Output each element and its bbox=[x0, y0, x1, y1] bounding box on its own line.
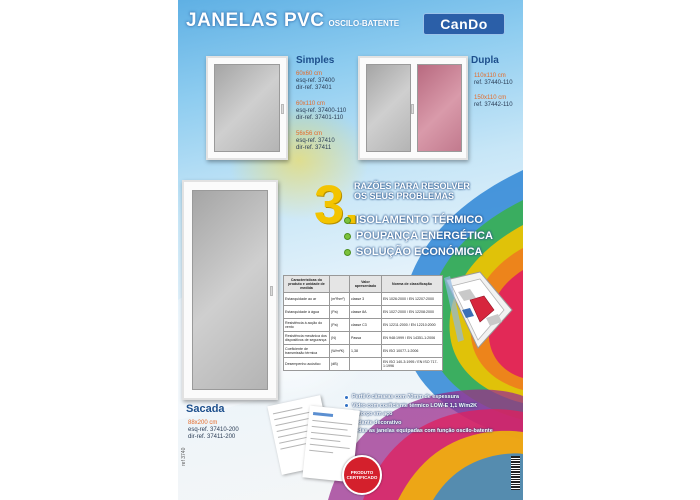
window-handle-icon bbox=[281, 104, 284, 114]
dupla-title: Dupla bbox=[471, 55, 499, 66]
reference-code: ref 3740 bbox=[181, 447, 187, 466]
table-row: Resistência à acção do vento (Pa) classe… bbox=[283, 318, 443, 332]
specifications-table: Características do produto e unidade de … bbox=[283, 275, 443, 371]
window-glass-right bbox=[417, 64, 462, 152]
certified-product-seal: PRODUTO CERTIFICADO bbox=[342, 455, 382, 495]
double-window-image bbox=[358, 56, 468, 160]
feature-item: Todas as janelas equipadas com função os… bbox=[344, 427, 493, 436]
sacada-title: Sacada bbox=[186, 403, 225, 415]
dupla-item-1: 110x110 cm ref. 37440-110 bbox=[474, 73, 513, 86]
logo-text: CanDo bbox=[440, 16, 488, 32]
table-row: Desempenho acústico (dB) EN ISO 140-3:19… bbox=[283, 357, 443, 371]
window-glass-left bbox=[366, 64, 411, 152]
pvc-profile-section-image bbox=[444, 271, 513, 349]
poster-title: JANELAS PVC OSCILO-BATENTE bbox=[178, 10, 399, 32]
features-list: Perfil 6 câmaras com 70mm de espessura V… bbox=[344, 393, 493, 436]
reasons-number: 3. bbox=[314, 175, 360, 235]
blue-bullet-icon bbox=[344, 403, 349, 409]
title-subtitle: OSCILO-BATENTE bbox=[328, 19, 400, 28]
feature-item: Vidro com coeficiente térmico LOW-E 1,1 … bbox=[344, 402, 493, 411]
green-bullet-icon bbox=[344, 248, 351, 256]
table-row: Coeficiente de transmissão térmica (W/m²… bbox=[283, 344, 443, 358]
table-row: Estanquidade ao ar (m³/hm²) classe 3 EN … bbox=[283, 292, 443, 306]
table-header-row: Características do produto e unidade de … bbox=[283, 275, 443, 293]
green-bullet-icon bbox=[344, 216, 351, 224]
simples-title: Simples bbox=[296, 55, 335, 66]
simples-item-2: 60x110 cm esq-ref. 37400-110 dir-ref. 37… bbox=[296, 101, 347, 121]
table-row: Estanquidade à água (Pa) classe 8A EN 10… bbox=[283, 305, 443, 319]
feature-item: Reforço em aço bbox=[344, 410, 493, 419]
barcode-icon bbox=[511, 456, 520, 490]
sacada-info: 88x200 cm esq-ref. 37410-200 dir-ref. 37… bbox=[188, 420, 239, 440]
table-row: Resistência mecânica dos dispositivos de… bbox=[283, 331, 443, 345]
feature-item: Vedante decorativo bbox=[344, 419, 493, 428]
simples-item-3: 56x56 cm esq-ref. 37410 dir-ref. 37411 bbox=[296, 131, 335, 151]
simples-item-1: 60x60 cm esq-ref. 37400 dir-ref. 37401 bbox=[296, 71, 335, 91]
feature-item: Perfil 6 câmaras com 70mm de espessura bbox=[344, 393, 493, 402]
dupla-item-2: 150x110 cm ref. 37442-110 bbox=[474, 95, 513, 108]
window-glass bbox=[214, 64, 280, 152]
window-handle-icon bbox=[411, 104, 414, 114]
blue-bullet-icon bbox=[344, 394, 349, 400]
reason-item: POUPANÇA ENERGÉTICA bbox=[344, 230, 493, 242]
reasons-heading: RAZÕES PARA RESOLVER OS SEUS PROBLEMAS bbox=[354, 181, 470, 201]
product-poster: JANELAS PVC OSCILO-BATENTE CanDo Simples… bbox=[178, 0, 523, 500]
cando-logo: CanDo bbox=[423, 13, 505, 35]
green-bullet-icon bbox=[344, 232, 351, 240]
reason-item: ISOLAMENTO TÉRMICO bbox=[344, 214, 483, 226]
title-main: JANELAS PVC bbox=[186, 10, 325, 31]
reason-item: SOLUÇÃO ECONÓMICA bbox=[344, 246, 483, 258]
balcony-door-image bbox=[182, 180, 278, 400]
door-glass bbox=[192, 190, 268, 390]
single-window-image bbox=[206, 56, 288, 160]
door-handle-icon bbox=[270, 286, 273, 296]
